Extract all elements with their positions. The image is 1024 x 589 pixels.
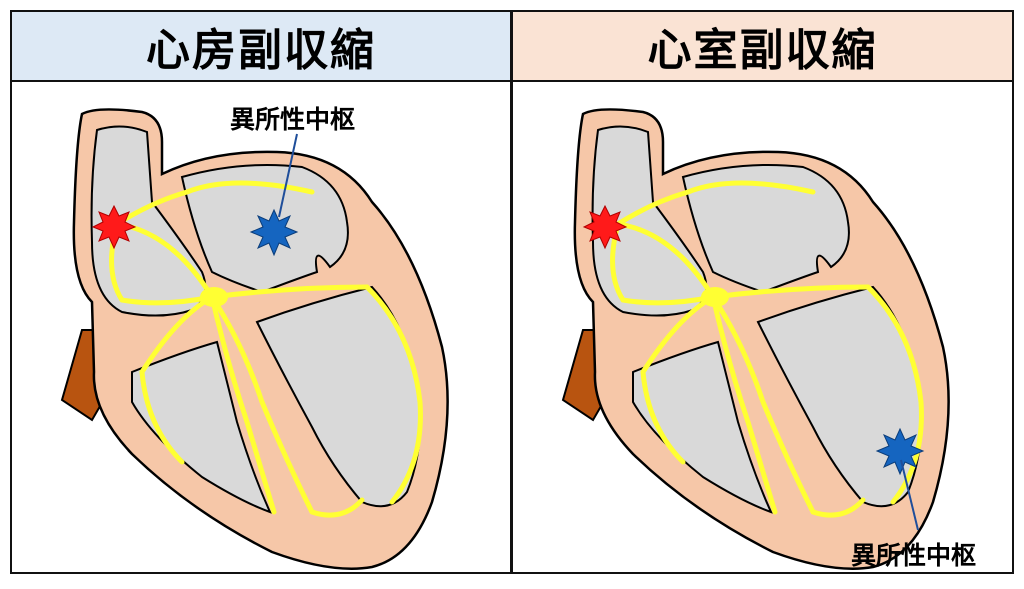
sinus-node-icon — [91, 204, 137, 250]
heart-diagram — [561, 108, 950, 570]
panel-atrial: 心房副収縮 — [10, 10, 512, 574]
panel-title: 心室副収縮 — [513, 12, 1012, 82]
conduction-system — [610, 180, 924, 518]
ectopic-focus-icon — [249, 208, 299, 257]
av-node — [200, 287, 228, 307]
heart-diagram — [60, 108, 449, 570]
ectopic-pointer-line — [900, 459, 919, 531]
left-ventricle — [255, 285, 422, 508]
sinus-node-icon — [582, 204, 628, 250]
left-atrium — [681, 164, 850, 294]
panel-ventricular: 心室副収縮 異所性中枢 — [511, 10, 1014, 574]
av-node — [701, 287, 729, 307]
ectopic-focus-icon — [875, 427, 925, 476]
ectopic-focus-label: 異所性中枢 — [230, 105, 356, 134]
ectopic-focus-label: 異所性中枢 — [851, 541, 977, 570]
panel-title: 心房副収縮 — [12, 12, 510, 82]
ectopic-pointer-line — [278, 133, 298, 218]
